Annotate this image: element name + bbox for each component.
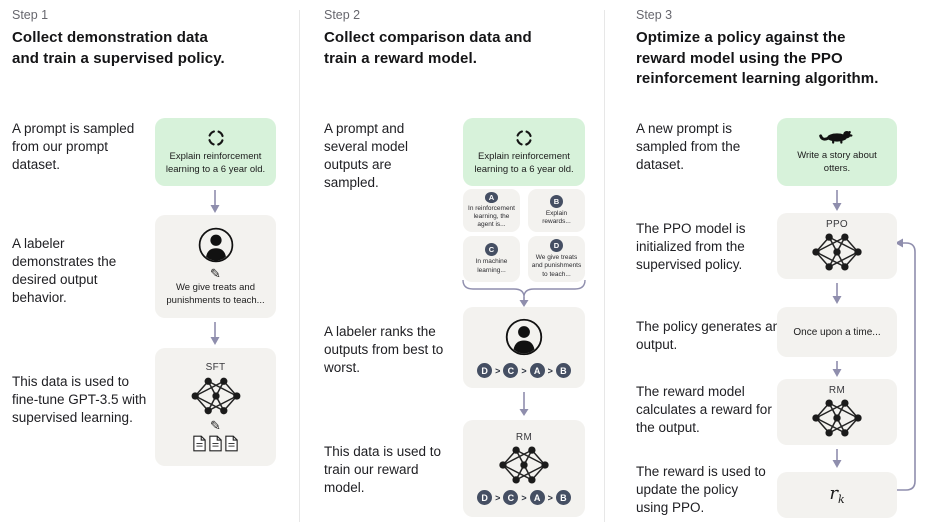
step3-label: Step 3 — [636, 8, 673, 22]
rank-badge: A — [529, 490, 545, 505]
step3-caption-update: The reward is used to update the policy … — [636, 464, 766, 515]
step1-label: Step 1 — [12, 8, 49, 22]
neural-network-icon — [810, 397, 864, 439]
step2-caption-prompt: A prompt and several model outputs are s… — [324, 121, 409, 190]
rank-separator: > — [547, 492, 553, 503]
step3-caption-ppo-init: The PPO model is initialized from the su… — [636, 221, 746, 272]
reward-symbol: rk — [829, 483, 845, 507]
otter-icon — [819, 129, 855, 146]
step3-title: Optimize a policy against the reward mod… — [636, 29, 879, 88]
step2-prompt-box: Explain reinforcement learning to a 6 ye… — [463, 118, 585, 186]
cycle-icon — [206, 128, 226, 148]
step3-reward-box: rk — [777, 472, 897, 518]
rank-badge: C — [503, 490, 519, 505]
step2-rm-box: RM D > C > A > B — [463, 420, 585, 517]
step3-caption-prompt: A new prompt is sampled from the dataset… — [636, 121, 741, 172]
column-divider-1 — [299, 10, 300, 522]
output-box-a: A In reinforcement learning, the agent i… — [463, 189, 520, 232]
neural-network-icon — [190, 375, 242, 417]
column-divider-2 — [604, 10, 605, 522]
person-icon — [504, 317, 544, 357]
step3-output-text: Once upon a time... — [793, 326, 881, 338]
neural-network-icon — [810, 231, 864, 273]
output-text-d: We give treats and punishments to teach.… — [531, 254, 582, 278]
ppo-model-label: PPO — [825, 219, 849, 230]
step2-prompt-text: Explain reinforcement learning to a 6 ye… — [474, 151, 574, 175]
rank-badge: D — [477, 363, 493, 378]
output-badge-d: D — [550, 239, 563, 253]
step1-labeler-text: We give treats and punishments to teach.… — [166, 282, 265, 306]
pencil-icon: ✎ — [210, 266, 221, 282]
step2-caption-rank: A labeler ranks the outputs from best to… — [324, 324, 444, 375]
sft-model-label: SFT — [205, 362, 226, 373]
step3-output-box: Once upon a time... — [777, 307, 897, 357]
step1-labeler-box: ✎ We give treats and punishments to teac… — [155, 215, 276, 318]
step1-prompt-box: Explain reinforcement learning to a 6 ye… — [155, 118, 276, 186]
step1-prompt-text: Explain reinforcement learning to a 6 ye… — [165, 151, 266, 175]
rank-badge: C — [503, 363, 519, 378]
step2-caption-train-rm: This data is used to train our reward mo… — [324, 444, 442, 495]
rank-badge: D — [477, 490, 493, 505]
step3-prompt-text: Write a story about otters. — [797, 150, 877, 174]
rank-separator: > — [521, 492, 527, 503]
rank-separator: > — [521, 365, 527, 376]
output-badge-c: C — [485, 243, 498, 257]
step1-title: Collect demonstration data and train a s… — [12, 29, 225, 67]
step2-title: Collect comparison data and train a rewa… — [324, 29, 532, 67]
step1-sft-box: SFT ✎ — [155, 348, 276, 466]
rank-separator: > — [547, 365, 553, 376]
documents-icon — [193, 435, 238, 452]
output-text-c: In machine learning... — [475, 258, 508, 274]
step1-caption-labeler: A labeler demonstrates the desired outpu… — [12, 236, 117, 305]
output-text-a: In reinforcement learning, the agent is.… — [468, 204, 515, 228]
output-box-d: D We give treats and punishments to teac… — [528, 236, 585, 282]
step3-rm-box: RM — [777, 379, 897, 445]
cycle-icon — [514, 128, 534, 148]
neural-network-icon — [497, 444, 551, 486]
rank-badge: B — [555, 490, 571, 505]
output-badge-a: A — [485, 192, 498, 203]
rm-model-label: RM — [515, 432, 533, 443]
ranking-row: D > C > A > B — [477, 363, 571, 378]
output-box-b: B Explain rewards... — [528, 189, 585, 232]
brace-step2-outputs — [462, 279, 586, 298]
step1-caption-prompt: A prompt is sampled from our prompt data… — [12, 121, 135, 172]
person-icon — [197, 226, 235, 264]
feedback-loop-reward-to-ppo — [897, 242, 916, 491]
pencil-icon: ✎ — [210, 418, 221, 433]
output-text-b: Explain rewards... — [542, 209, 571, 225]
step1-caption-finetune: This data is used to fine-tune GPT-3.5 w… — [12, 374, 147, 425]
rank-separator: > — [495, 492, 501, 503]
output-badge-b: B — [550, 194, 563, 208]
step3-caption-output: The policy generates an output. — [636, 319, 781, 352]
step2-rank-box: D > C > A > B — [463, 307, 585, 388]
step3-prompt-box: Write a story about otters. — [777, 118, 897, 186]
step2-label: Step 2 — [324, 8, 361, 22]
step3-caption-reward-calc: The reward model calculates a reward for… — [636, 384, 772, 435]
rank-separator: > — [495, 365, 501, 376]
rank-badge: B — [555, 363, 571, 378]
rm-model-label: RM — [828, 385, 846, 396]
ranking-row: D > C > A > B — [477, 490, 571, 505]
output-box-c: C In machine learning... — [463, 236, 520, 282]
step3-ppo-box: PPO — [777, 213, 897, 279]
rank-badge: A — [529, 363, 545, 378]
